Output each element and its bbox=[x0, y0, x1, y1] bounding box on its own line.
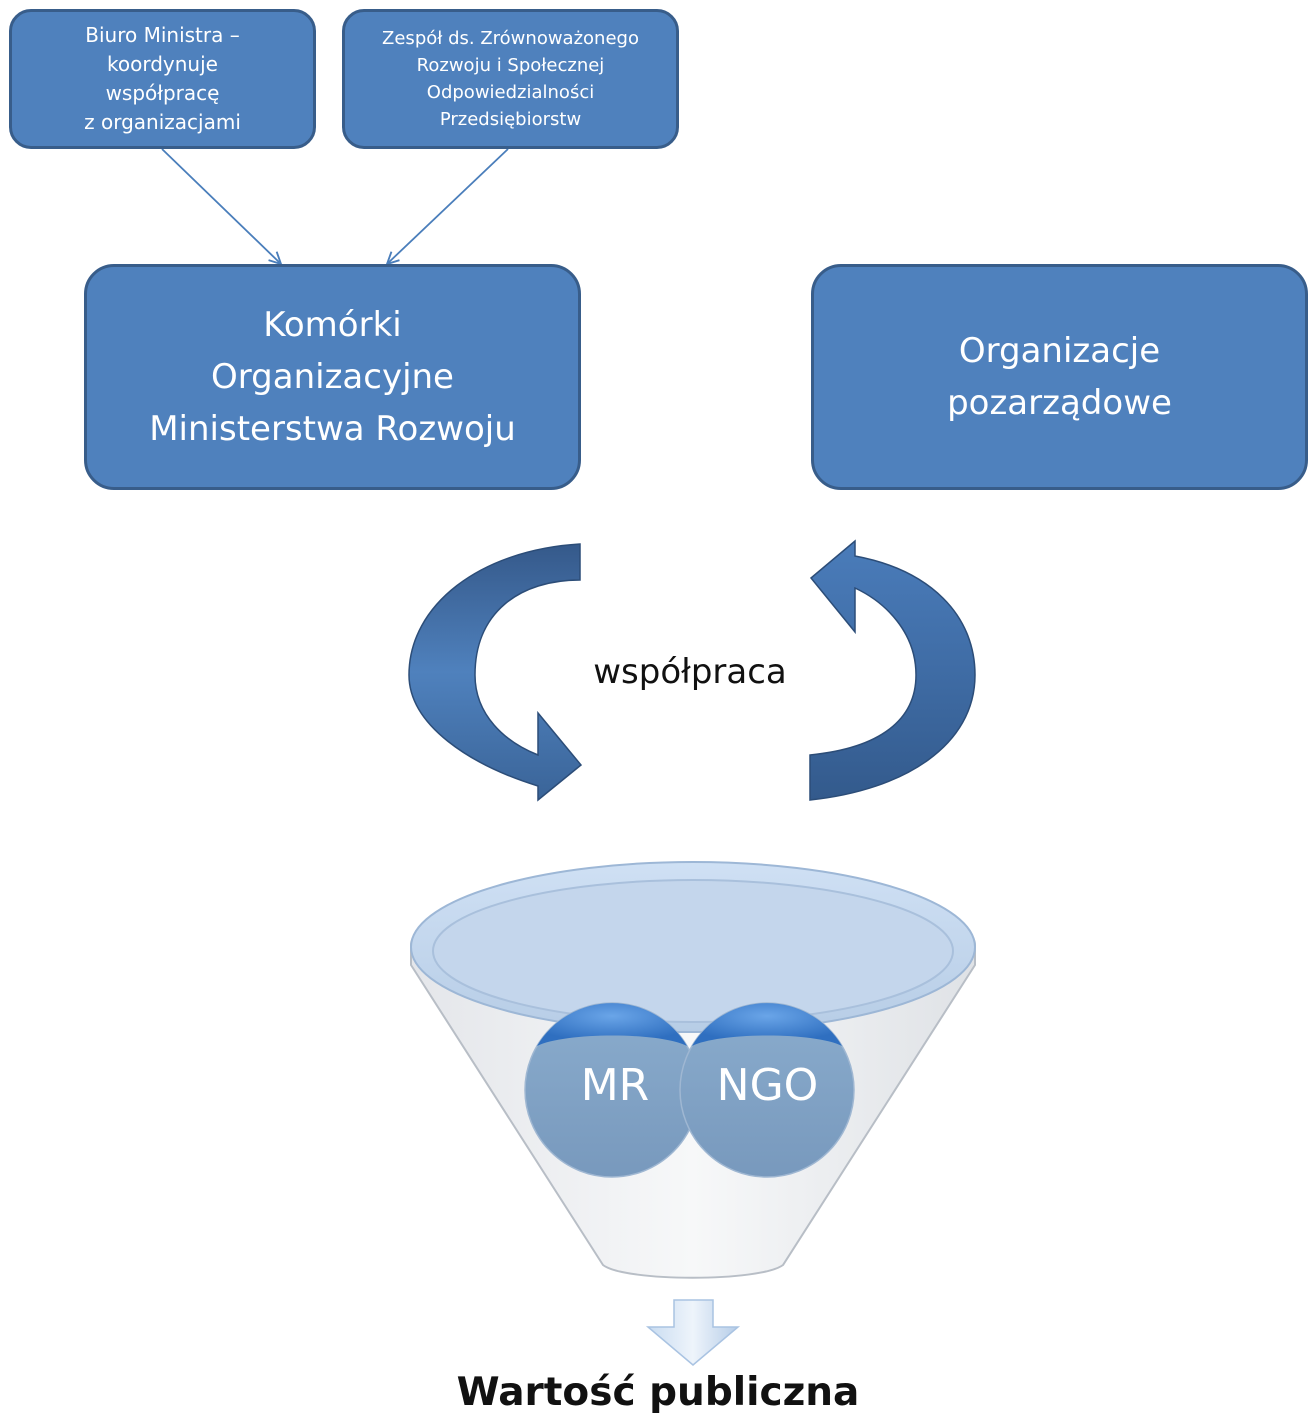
box-komorki-text: Komórki Organizacyjne Ministerstwa Rozwo… bbox=[149, 305, 516, 449]
connector-biuro-to-komorki bbox=[161, 148, 281, 264]
sphere-ngo-label: NGO bbox=[716, 1060, 819, 1111]
box-biuro-ministra-text: Biuro Ministra – koordynuje współpracę z… bbox=[84, 23, 241, 134]
sphere-ngo bbox=[679, 1002, 855, 1178]
box-organizacje-pozarzadowe: Organizacje pozarządowe bbox=[811, 264, 1308, 490]
box-biuro-ministra: Biuro Ministra – koordynuje współpracę z… bbox=[9, 9, 316, 149]
sphere-mr-label: MR bbox=[580, 1060, 650, 1111]
connector-zespol-to-komorki bbox=[387, 148, 509, 264]
box-komorki-organizacyjne: Komórki Organizacyjne Ministerstwa Rozwo… bbox=[84, 264, 581, 490]
box-zespol-text: Zespół ds. Zrównoważonego Rozwoju i Społ… bbox=[382, 28, 639, 130]
cycle-label: współpraca bbox=[593, 652, 787, 692]
cycle-arrow-right bbox=[809, 539, 976, 801]
sphere-mr bbox=[524, 1002, 700, 1178]
cycle-arrow-left bbox=[408, 543, 583, 802]
result-label: Wartość publiczna bbox=[456, 1370, 860, 1415]
down-arrow-icon bbox=[645, 1299, 741, 1366]
box-ngo-text: Organizacje pozarządowe bbox=[947, 331, 1172, 423]
funnel-rim-inner bbox=[432, 879, 954, 1023]
box-zespol-zrownowazonego-rozwoju: Zespół ds. Zrównoważonego Rozwoju i Społ… bbox=[342, 9, 679, 149]
